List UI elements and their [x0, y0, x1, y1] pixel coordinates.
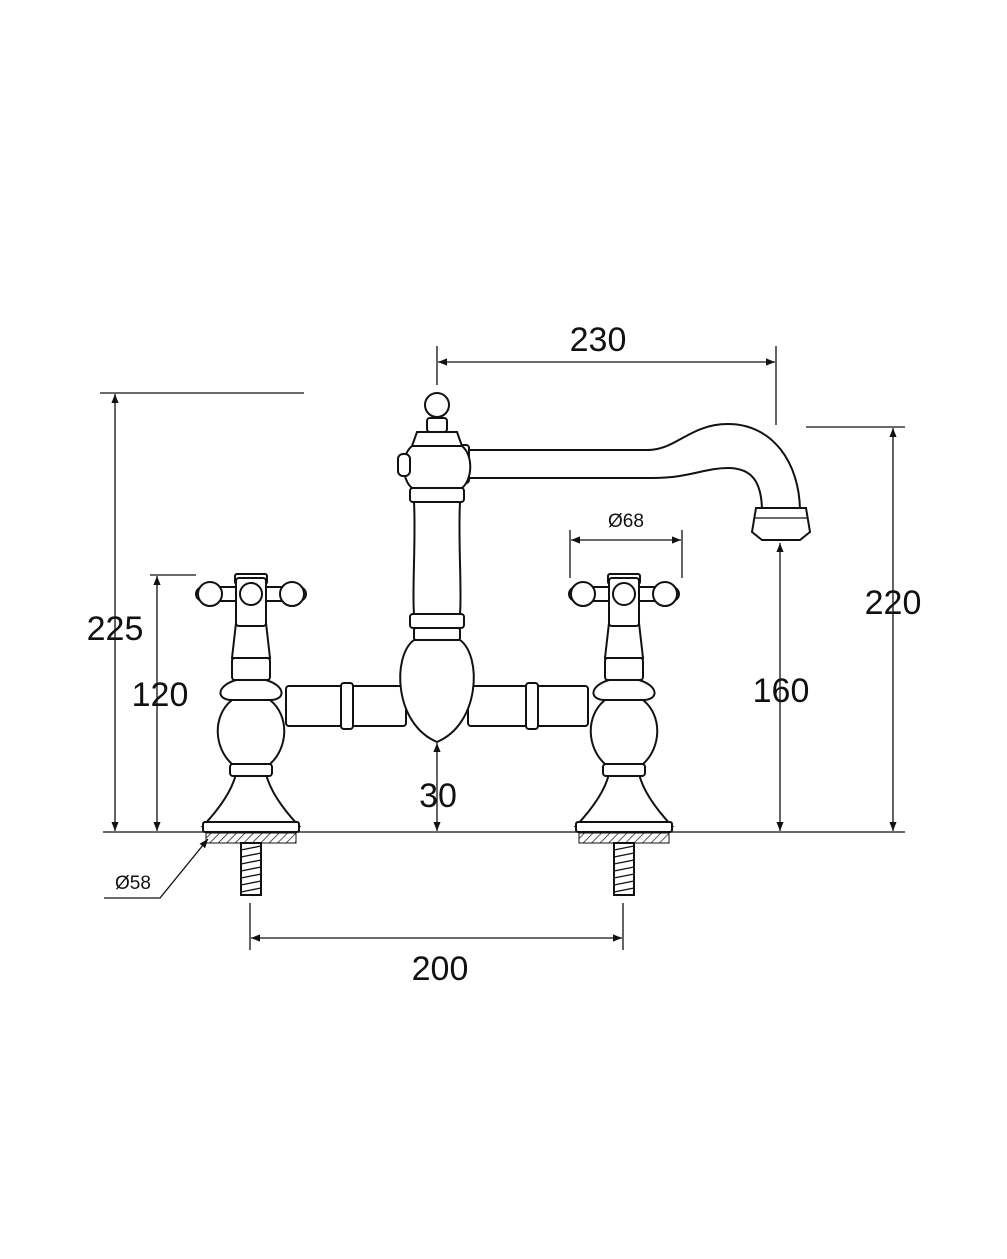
mount-hatch-left	[205, 832, 297, 844]
threaded-tail-right	[613, 842, 635, 896]
spout-nozzle	[750, 507, 812, 541]
left-valve	[195, 573, 307, 833]
right-valve	[568, 573, 680, 833]
label-bridge-height: 30	[419, 777, 457, 815]
label-handle-height: 120	[132, 676, 189, 714]
finial-knob	[424, 392, 450, 418]
label-centres: 200	[412, 950, 469, 988]
bridge-arm-right	[467, 682, 589, 730]
label-spout-height: 220	[865, 584, 922, 622]
label-spout-reach: 230	[570, 321, 627, 359]
label-base-diameter: Ø58	[115, 873, 151, 894]
tap-outline	[195, 392, 812, 896]
extension-lines	[100, 346, 905, 950]
central-column	[397, 417, 475, 744]
mount-hatch-right	[578, 832, 670, 844]
dimension-labels: 230 225 120 220 160 30 Ø68 Ø58 200	[87, 321, 922, 988]
bridge-arm-left	[285, 682, 407, 730]
label-handle-diameter: Ø68	[608, 511, 644, 532]
label-overall-height: 225	[87, 610, 144, 648]
dimension-lines	[104, 358, 897, 942]
dim-leader-base-diameter	[104, 838, 209, 899]
threaded-tail-left	[240, 842, 262, 896]
spout	[467, 422, 802, 513]
label-spout-clearance: 160	[753, 672, 810, 710]
